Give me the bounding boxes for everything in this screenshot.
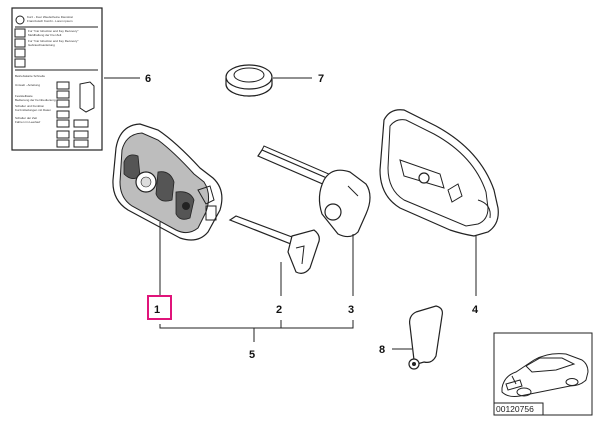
bracket-5 bbox=[159, 320, 354, 329]
callout-7[interactable]: 7 bbox=[318, 73, 324, 85]
key-case bbox=[379, 109, 499, 237]
callout-6[interactable]: 6 bbox=[145, 73, 151, 85]
callout-1-highlight bbox=[147, 295, 172, 320]
coin-battery bbox=[225, 64, 273, 97]
inset-code: 00120756 bbox=[496, 404, 534, 414]
manual-line-12: Kurzmitteilungen mit Daten bbox=[15, 108, 51, 112]
manual-line-14: Fahren im Leerlauf bbox=[15, 120, 40, 124]
manual-line-10: Bedienung der Fernbedienung bbox=[15, 98, 56, 102]
bmw-logo-icon bbox=[15, 15, 25, 25]
manual-line-4: Meldhaltung der Frei Zelt bbox=[28, 33, 62, 37]
callout-1[interactable]: 1 bbox=[154, 304, 160, 316]
emergency-key-blade bbox=[228, 215, 320, 274]
remote-key-housing bbox=[112, 123, 223, 241]
manual-line-2: Französisch Kombi - Lorem ipsum bbox=[27, 19, 73, 23]
manual-line-5: Fur "Car Idcuction and Key Recovery" bbox=[28, 39, 78, 43]
manual-line-9: Feststelltaste bbox=[15, 94, 33, 98]
key-ring-clip bbox=[408, 305, 443, 370]
key-roundel-icon bbox=[324, 203, 342, 221]
vehicle-inset: 00120756 bbox=[493, 332, 593, 416]
key-location-marker bbox=[511, 375, 517, 385]
manual-line-1: Kurz - Fuer Weelscheine Dienstrat bbox=[27, 15, 73, 19]
callout-3[interactable]: 3 bbox=[348, 304, 354, 316]
manual-line-8: Umwelt - Anleitung bbox=[15, 83, 40, 87]
manual-line-3: Fur "Car Idcuction and Key Recovery" bbox=[28, 29, 78, 33]
callout-4[interactable]: 4 bbox=[472, 304, 479, 316]
callout-8[interactable]: 8 bbox=[379, 344, 385, 356]
callout-2[interactable]: 2 bbox=[276, 304, 282, 316]
case-roundel-icon bbox=[418, 172, 430, 184]
manual-card: Kurz - Fuer Weelscheine Dienstrat Franzö… bbox=[11, 7, 103, 151]
manual-line-6: Gebrauchsanleitung bbox=[28, 43, 55, 47]
callout-5[interactable]: 5 bbox=[249, 349, 255, 361]
manual-line-7: Betriebskarte Schnelle bbox=[15, 74, 45, 78]
mechanical-key bbox=[257, 145, 371, 238]
manual-line-11: Schalter und Funktion bbox=[15, 104, 45, 108]
manual-line-13: Schalter der Zeit bbox=[15, 116, 37, 120]
